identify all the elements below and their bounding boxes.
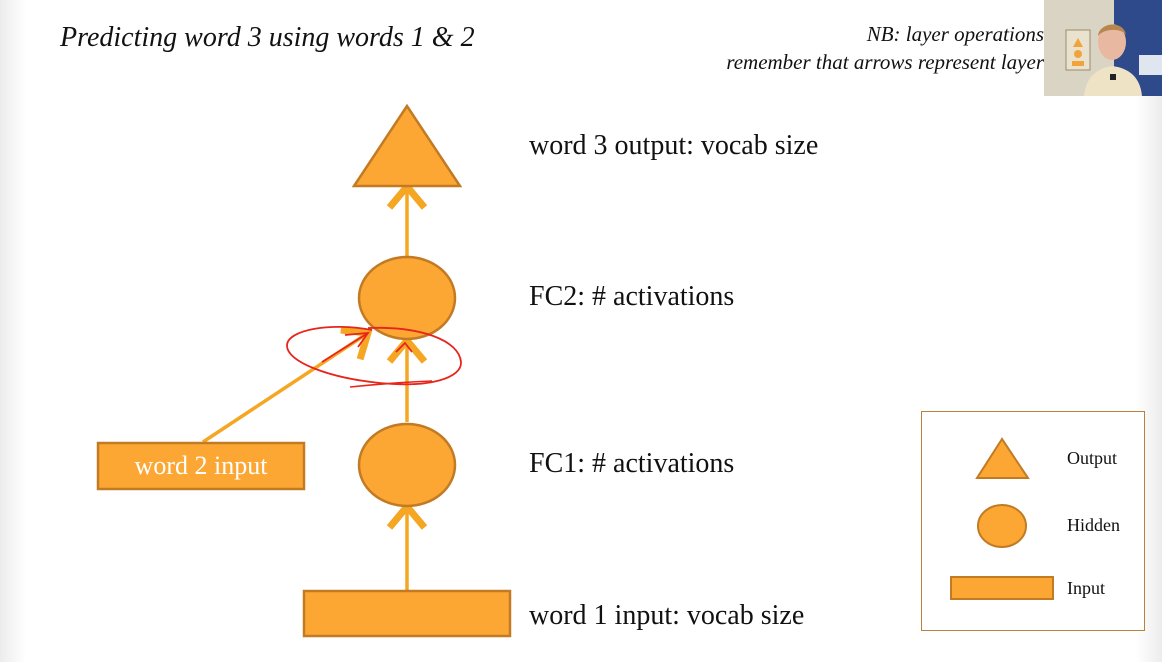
fc1-layer-label: FC1: # activations (529, 448, 735, 479)
red-annotation-circle (286, 325, 462, 386)
slide-title: Predicting word 3 using words 1 & 2 (60, 22, 475, 53)
webcam-overlay (1044, 0, 1162, 96)
legend-circle-icon (977, 504, 1027, 548)
legend-triangle-icon (975, 437, 1030, 479)
input1-layer-label: word 1 input: vocab size (529, 600, 805, 631)
red-annotation-underline (349, 380, 433, 388)
legend-rectangle-icon (950, 576, 1054, 600)
output-layer-label: word 3 output: vocab size (529, 130, 819, 161)
legend-box: Output Hidden Input (921, 411, 1145, 631)
legend-output-label: Output (1067, 448, 1118, 468)
word1-input-node (302, 589, 512, 638)
red-arrow-mark-left (321, 331, 370, 363)
legend-input-label: Input (1067, 578, 1105, 598)
note-line-1: NB: layer operations (866, 22, 1044, 46)
fc2-layer-label: FC2: # activations (529, 281, 735, 312)
legend-hidden-label: Hidden (1067, 515, 1120, 535)
output-triangle-node (351, 103, 463, 188)
fc1-hidden-node (357, 422, 457, 508)
word2-input-box-label: word 2 input (134, 451, 268, 480)
legend-shapes (950, 437, 1054, 600)
fc2-hidden-node (357, 255, 457, 341)
note-line-2: remember that arrows represent layer (726, 50, 1044, 74)
red-arrow-mark-center (395, 341, 413, 353)
word2-input-node (96, 441, 306, 491)
presenter-video-image (1044, 0, 1162, 96)
